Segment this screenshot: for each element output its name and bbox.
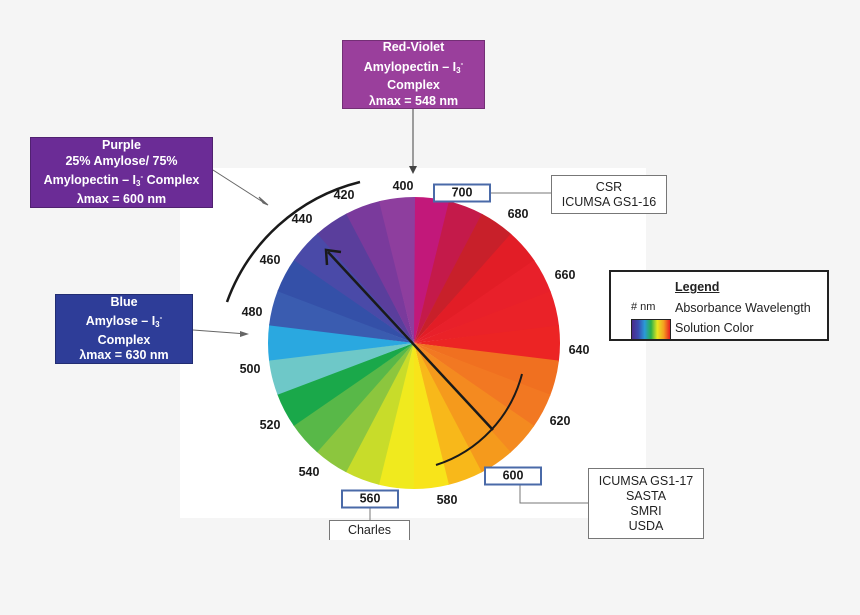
wavelength-label-500: 500 bbox=[239, 362, 261, 376]
callout-formula: Amylopectin – I3- bbox=[363, 58, 464, 75]
legend-nm-symbol: # nm bbox=[631, 301, 656, 313]
source-text: USDA bbox=[628, 518, 664, 533]
wheel-segment bbox=[414, 233, 535, 343]
wavelength-label-540: 540 bbox=[298, 465, 320, 479]
legend-absorbance-label: Absorbance Wavelength bbox=[675, 301, 811, 315]
inner-arc bbox=[435, 373, 523, 466]
wheel-segment bbox=[414, 343, 535, 453]
wheel-segment bbox=[293, 233, 414, 343]
color-wheel bbox=[267, 197, 560, 489]
wavelength-label-640: 640 bbox=[568, 343, 590, 357]
wheel-segment bbox=[379, 197, 416, 343]
blue-callout: Blue Amylose – I3- Complex λmax = 630 nm bbox=[55, 294, 193, 364]
wavelength-label-460: 460 bbox=[259, 253, 281, 267]
wheel-segment bbox=[414, 343, 482, 485]
source-text: SASTA bbox=[625, 488, 667, 503]
legend-color-swatch-icon bbox=[631, 319, 671, 340]
wheel-segment bbox=[414, 260, 551, 343]
wavelength-label-400: 400 bbox=[392, 179, 414, 193]
wheel-segment bbox=[378, 343, 414, 489]
callout-text: Complex bbox=[387, 78, 440, 92]
gs117-source-box: ICUMSA GS1-17 SASTA SMRI USDA bbox=[588, 468, 704, 539]
wheel-segment bbox=[414, 213, 512, 343]
purple-connector bbox=[212, 169, 267, 205]
callout-text: 25% Amylose/ 75% bbox=[65, 153, 178, 168]
wheel-segment bbox=[345, 343, 414, 485]
wavelength-label-480: 480 bbox=[241, 305, 263, 319]
source-text: SMRI bbox=[630, 503, 662, 518]
wheel-segment bbox=[414, 343, 551, 427]
callout-formula: Amylose – I3- bbox=[85, 313, 163, 329]
wheel-segment bbox=[414, 343, 511, 473]
wavelength-label-600: 600 bbox=[484, 466, 542, 486]
wheel-segment bbox=[316, 343, 414, 473]
wavelength-label-660: 660 bbox=[554, 268, 576, 282]
wavelength-label-700: 700 bbox=[433, 183, 491, 203]
source-text: CSR bbox=[595, 179, 623, 194]
wheel-segment bbox=[414, 325, 560, 362]
wheel-segment bbox=[267, 324, 414, 361]
wheel-segment bbox=[317, 213, 414, 343]
source-text: Charles bbox=[347, 523, 392, 537]
legend-title: Legend bbox=[675, 280, 720, 294]
wheel-segment bbox=[346, 201, 414, 343]
wheel-segment bbox=[414, 201, 483, 343]
callout-title: Blue bbox=[110, 294, 138, 309]
blue-arrowhead bbox=[240, 331, 249, 337]
wavelength-label-420: 420 bbox=[333, 188, 355, 202]
wheel-segment bbox=[269, 290, 414, 343]
callout-formula: Amylopectin – I3- Complex bbox=[43, 172, 200, 188]
red-violet-arrowhead bbox=[409, 166, 417, 174]
callout-lambda: λmax = 548 nm bbox=[368, 93, 459, 108]
csr-source-box: CSR ICUMSA GS1-16 bbox=[551, 175, 667, 214]
wavelength-label-440: 440 bbox=[291, 212, 313, 226]
wheel-segment bbox=[414, 343, 559, 396]
purple-callout: Purple 25% Amylose/ 75% Amylopectin – I3… bbox=[30, 137, 213, 208]
wavelength-label-560: 560 bbox=[341, 489, 399, 509]
wheel-segment bbox=[277, 343, 414, 426]
source-text: ICUMSA GS1-16 bbox=[561, 194, 657, 209]
callout-title: Purple bbox=[102, 138, 141, 152]
outer-arc bbox=[225, 180, 361, 303]
legend-solution-label: Solution Color bbox=[675, 321, 754, 335]
source-text: ICUMSA GS1-17 bbox=[598, 473, 694, 488]
purple-arrowhead bbox=[258, 196, 269, 206]
complementary-arrow bbox=[327, 251, 494, 431]
wavelength-label-520: 520 bbox=[259, 418, 281, 432]
callout-title: Red-Violet bbox=[382, 40, 445, 54]
wavelength-label-680: 680 bbox=[507, 207, 529, 221]
red-violet-callout: Red-Violet Amylopectin – I3- Complex λma… bbox=[342, 40, 485, 109]
legend: Legend # nm Absorbance Wavelength Soluti… bbox=[609, 270, 829, 341]
callout-lambda: λmax = 600 nm bbox=[76, 191, 167, 206]
callout-text: Complex bbox=[97, 332, 151, 347]
gs117-connector bbox=[519, 484, 588, 504]
wavelength-label-580: 580 bbox=[436, 493, 458, 507]
wheel-segment bbox=[293, 343, 414, 453]
callout-lambda: λmax = 630 nm bbox=[79, 348, 169, 362]
wheel-segment bbox=[412, 343, 449, 489]
blue-connector bbox=[192, 329, 248, 335]
charles-source-box: Charles bbox=[329, 520, 410, 540]
wheel-segment bbox=[414, 197, 450, 343]
wheel-segment bbox=[277, 259, 414, 343]
wavelength-label-620: 620 bbox=[549, 414, 571, 428]
arrow-head-icon bbox=[324, 248, 342, 266]
